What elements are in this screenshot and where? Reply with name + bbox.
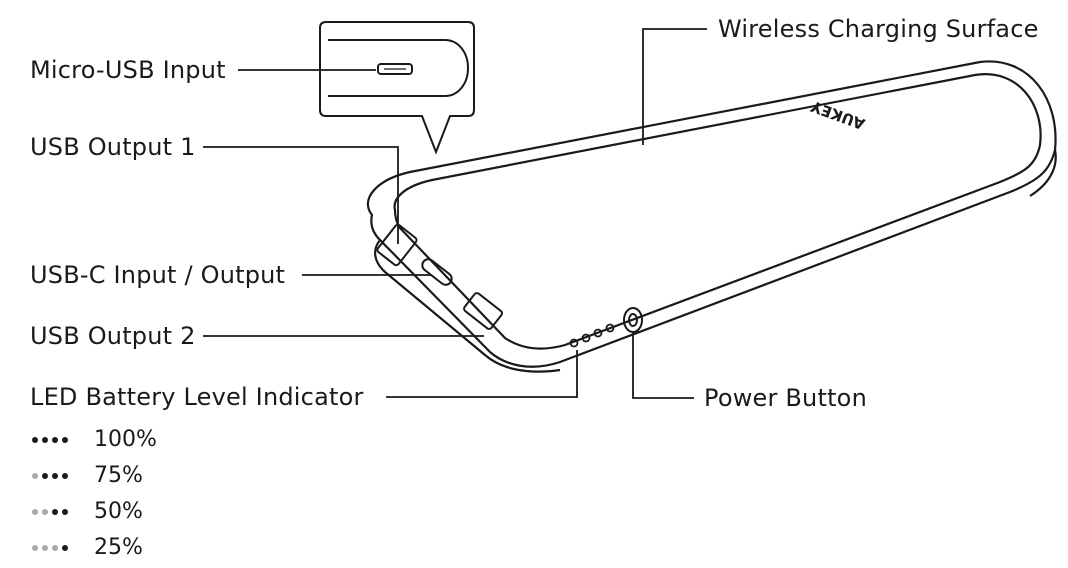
- led-dot-on: [52, 473, 58, 479]
- leader-lines: [203, 28, 707, 399]
- legend-dots: [32, 473, 94, 479]
- label-micro-usb-input: Micro-USB Input: [30, 56, 226, 84]
- micro-usb-port: [377, 63, 413, 75]
- label-usb-output-2: USB Output 2: [30, 322, 196, 350]
- label-power-button: Power Button: [704, 384, 867, 412]
- legend-percent: 50%: [94, 499, 143, 524]
- led-dot-on: [42, 437, 48, 443]
- leader-usb-output-1: [203, 146, 399, 244]
- led-dot-off: [32, 473, 38, 479]
- led-dot-on: [62, 473, 68, 479]
- label-led-battery-level-indicator: LED Battery Level Indicator: [30, 383, 364, 411]
- led-dot-on: [32, 437, 38, 443]
- legend-percent: 100%: [94, 427, 157, 452]
- led-dot-on: [52, 437, 58, 443]
- legend-dots: [32, 437, 94, 443]
- legend-percent: 75%: [94, 463, 143, 488]
- led-dot-off: [32, 545, 38, 551]
- led-dot-off: [42, 545, 48, 551]
- legend-percent: 25%: [94, 535, 143, 560]
- led-dot-on: [62, 437, 68, 443]
- legend-row-50: 50%: [32, 499, 143, 525]
- leader-power: [632, 333, 694, 399]
- led-dot-off: [42, 509, 48, 515]
- micro-usb-callout: [319, 21, 475, 155]
- led-dot-on: [42, 473, 48, 479]
- led-dot-off: [32, 509, 38, 515]
- led-indicators: [569, 323, 615, 348]
- label-usb-output-1: USB Output 1: [30, 133, 196, 161]
- ports: [376, 223, 503, 330]
- legend-dots: [32, 509, 94, 515]
- led-dot-on: [62, 509, 68, 515]
- legend-row-100: 100%: [32, 427, 157, 453]
- led-dot-on: [52, 509, 58, 515]
- legend-dots: [32, 545, 94, 551]
- power-button-icon: [623, 307, 643, 333]
- led-dot-on: [62, 545, 68, 551]
- usb-output-2-port: [463, 292, 503, 330]
- legend-row-25: 25%: [32, 535, 143, 561]
- usb-output-1-port: [376, 223, 418, 267]
- label-usb-c-input-output: USB-C Input / Output: [30, 261, 286, 289]
- label-wireless-charging-surface: Wireless Charging Surface: [718, 15, 1039, 43]
- legend-row-75: 75%: [32, 463, 143, 489]
- power-bank-body: [366, 60, 1057, 373]
- led-dot-off: [52, 545, 58, 551]
- usb-c-port: [421, 258, 453, 286]
- leader-wireless: [642, 28, 707, 145]
- leader-led: [386, 350, 578, 398]
